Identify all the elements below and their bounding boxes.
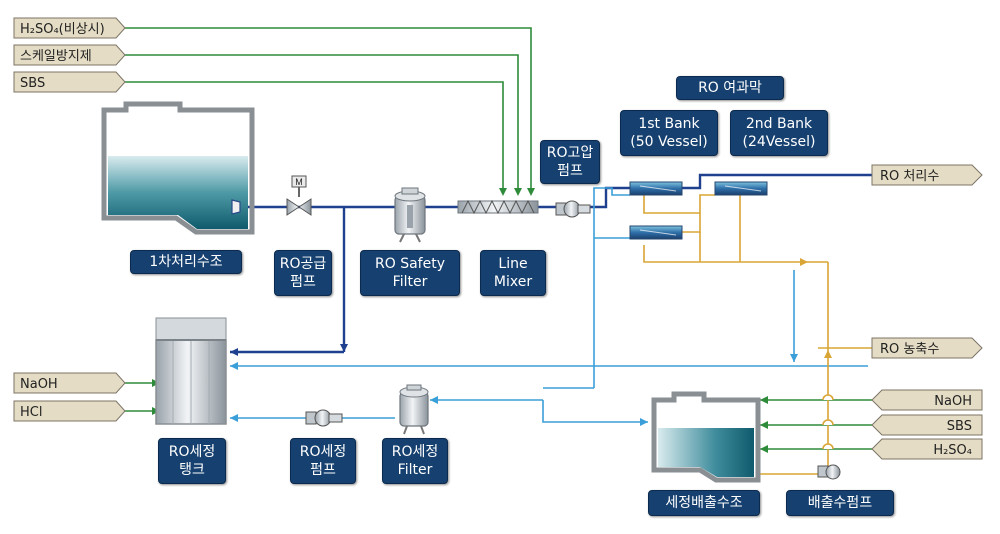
product-tag-text: RO 농축수: [880, 342, 939, 357]
chem-tag-text: NaOH: [20, 377, 58, 392]
chem-tag-h2so4-right: H₂SO₄: [871, 438, 983, 460]
cip-lines: [230, 187, 868, 423]
primary-treatment-tank: [101, 101, 255, 235]
chem-tag-sbs-top: SBS: [13, 71, 126, 93]
drain-tank-label: 세정배출수조: [648, 490, 760, 516]
ro-vessel-bank1-bottom: [629, 225, 683, 240]
bank1-label: 1st Bank(50 Vessel): [620, 110, 718, 156]
ro-feed-pump: M: [286, 175, 312, 216]
chem-tag-h2so4-emergency: H₂SO₄(비상시): [13, 17, 126, 39]
ro-vessel-bank1-top: [629, 181, 683, 196]
chem-tag-text: H₂SO₄: [933, 443, 972, 458]
line-crossings: [822, 394, 834, 450]
chem-tag-text: SBS: [20, 76, 45, 91]
concentrate-arrowheads: [800, 258, 832, 358]
drain-pump: [817, 464, 841, 480]
main-line-arrowheads: [230, 344, 348, 356]
chem-tag-sbs-right: SBS: [871, 414, 983, 436]
primary-tank-label: 1차처리수조: [130, 250, 242, 274]
line-mixer: [457, 199, 539, 215]
chemical-lines: [125, 27, 872, 450]
chem-tag-scale-inhibitor: 스케일방지제: [13, 44, 126, 66]
product-tag-text: RO 처리수: [880, 169, 939, 184]
high-pressure-pump: [555, 200, 591, 218]
chem-tag-text: SBS: [947, 419, 972, 434]
cip-arrowheads: [230, 354, 798, 426]
chem-tag-naoh-left: NaOH: [13, 372, 126, 394]
motor-mark: M: [295, 177, 303, 187]
chem-tag-hcl-left: HCl: [13, 400, 126, 422]
ro-membrane-title: RO 여과막: [676, 76, 784, 100]
drain-pump-label: 배출수펌프: [786, 490, 894, 516]
bank2-label: 2nd Bank(24Vessel): [730, 110, 828, 156]
ro-safety-filter: [394, 187, 426, 243]
chem-tag-text: H₂SO₄(비상시): [20, 22, 105, 37]
product-tag-ro-permeate: RO 처리수: [871, 164, 983, 186]
ro-cleaning-tank: [155, 317, 227, 425]
cip-pump: [305, 409, 343, 427]
chem-tag-text: NaOH: [934, 394, 972, 409]
concentrate-lines: [643, 194, 872, 475]
cip-filter: [399, 384, 429, 435]
chem-tag-text: 스케일방지제: [20, 49, 92, 64]
cleaning-drain-tank: [651, 391, 761, 483]
outlet-nozzle: [231, 199, 241, 215]
chem-tag-naoh-right: NaOH: [871, 389, 983, 411]
product-tag-ro-concentrate: RO 농축수: [871, 337, 983, 359]
ro-vessel-bank2: [714, 181, 768, 196]
chem-tag-text: HCl: [20, 405, 42, 420]
